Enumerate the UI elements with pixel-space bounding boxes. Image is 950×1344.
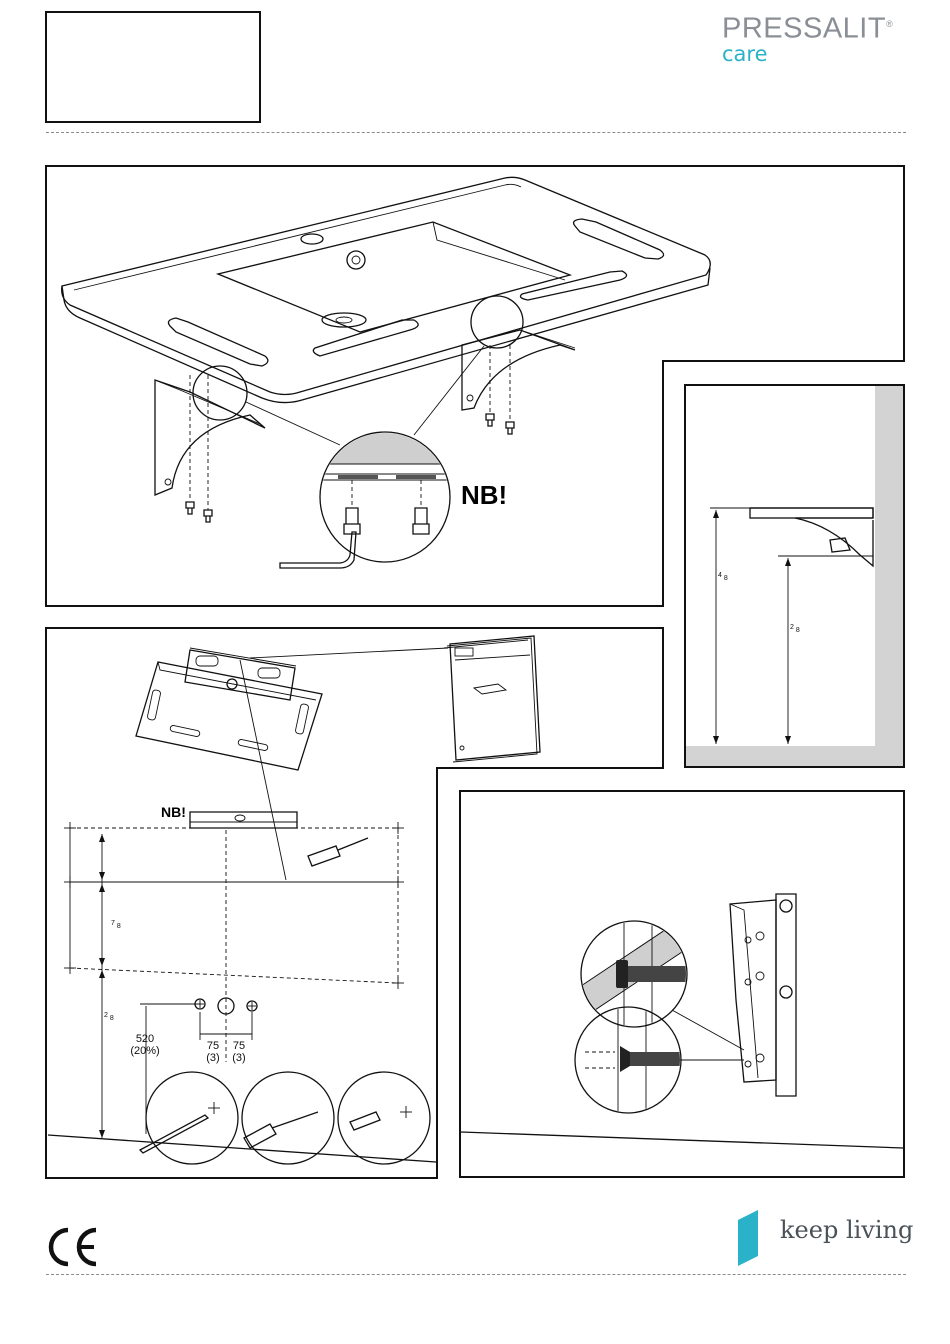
mounting-illustration bbox=[0, 0, 950, 1200]
tagline: keep living bbox=[780, 1216, 913, 1244]
bottom-divider bbox=[46, 1274, 906, 1275]
keep-living-leaf-icon bbox=[738, 1210, 762, 1266]
ce-mark-icon bbox=[44, 1226, 104, 1266]
